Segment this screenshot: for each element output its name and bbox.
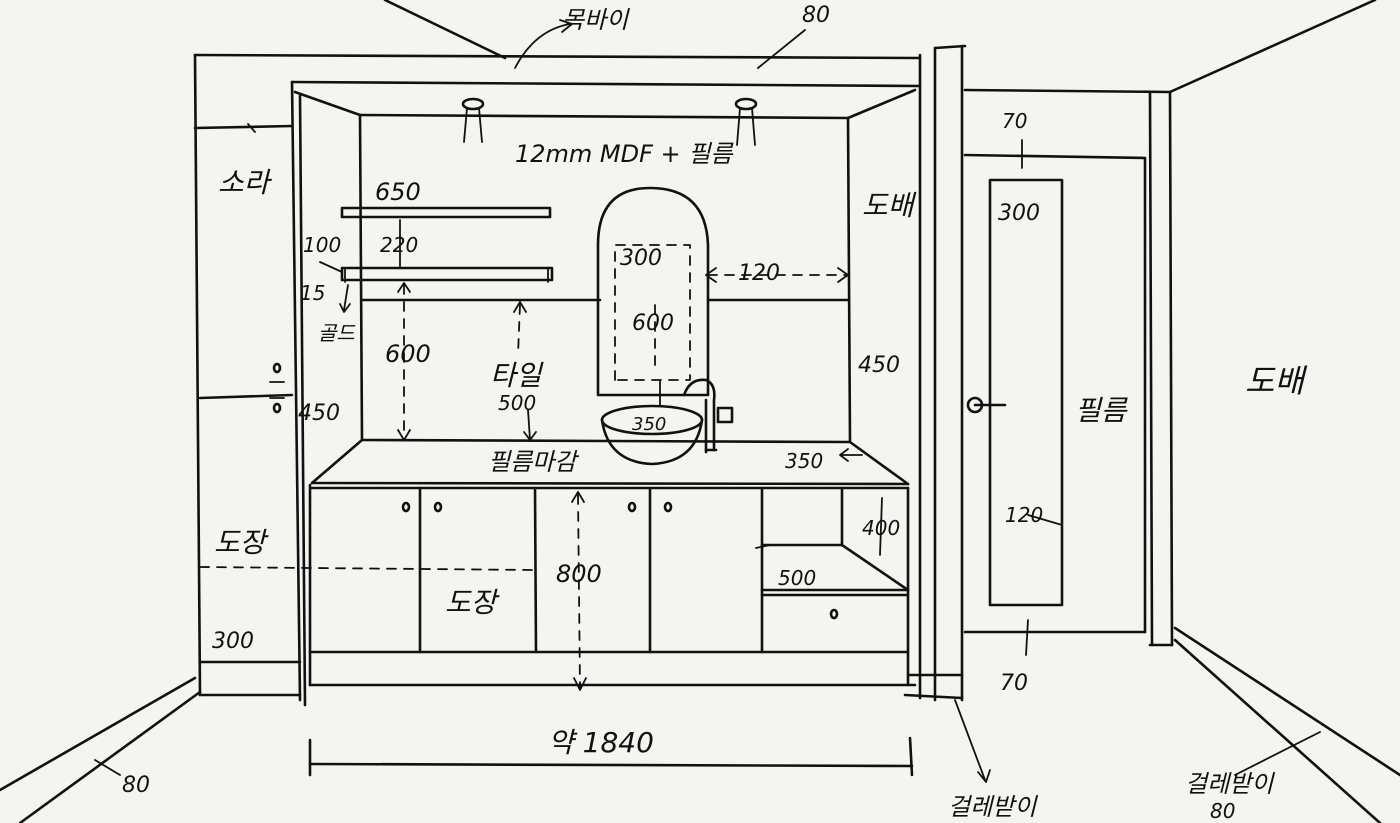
door-frame-top-label: 70 [1002, 109, 1027, 133]
arrow-right [837, 267, 849, 283]
open-shelf-height-label: 400 [862, 516, 900, 540]
wall-pillar [903, 44, 967, 702]
shelf-depth-label: 220 [380, 233, 418, 257]
paint-dashed-line [199, 566, 536, 571]
baseboard-bottom-label: 걸레받이 [948, 793, 1038, 821]
mirror-height-label: 600 [632, 311, 674, 336]
right-tile-height-label: 450 [858, 353, 900, 378]
total-width-label: 약 1840 [548, 726, 654, 759]
wallpaper-far-label: 도배 [1245, 362, 1307, 400]
cabinet-knobs [401, 501, 839, 620]
arrow-up [397, 282, 411, 293]
door-glass-panel [988, 178, 1064, 607]
molding-leader [514, 23, 571, 69]
soffit-frame [290, 80, 922, 707]
shelf-note-label: 골드 [318, 321, 356, 345]
tile-label: 타일 [490, 359, 544, 392]
wall-tile-height-label: 450 [298, 401, 340, 426]
baseboard-left-label: 80 [122, 773, 150, 798]
door-frame [963, 88, 1174, 647]
baseboard-right-label: 걸레받이 [1185, 770, 1275, 798]
tile-height-label: 500 [498, 391, 536, 415]
faucet [682, 378, 734, 454]
arrow-down [977, 769, 991, 783]
left-ceiling-label: 소라 [218, 166, 273, 199]
tile-height-leader [527, 409, 531, 441]
counter-depth-label: 350 [785, 449, 823, 473]
open-shelf-width-label: 500 [778, 566, 816, 590]
shelf-thickness-label: 15 [300, 281, 325, 305]
door-panel-side-label: 120 [1005, 503, 1043, 527]
wall-shelves [340, 206, 602, 302]
cabinet-height-dim [577, 494, 581, 689]
arrow-up [513, 301, 527, 313]
arrow-left [705, 267, 717, 283]
shelf-to-counter-label: 600 [385, 340, 431, 368]
vanity-cabinet [308, 483, 917, 687]
door-handle [966, 396, 1007, 414]
door-finish-label: 필름 [1075, 394, 1129, 427]
counter-finish-label: 필름마감 [488, 448, 579, 476]
arrow-up [571, 491, 585, 503]
door-frame-bottom-label: 70 [1000, 671, 1028, 696]
ceiling-light-left [461, 97, 485, 143]
baseboard-leader [954, 699, 986, 781]
arrow-down [397, 429, 411, 441]
molding-top-size-label: 80 [802, 3, 830, 28]
baseboard-right-size-label: 80 [1210, 799, 1235, 823]
open-shelf-height-dim [879, 497, 883, 556]
wall-outlets [269, 362, 285, 414]
wallpaper-right-label: 도배 [862, 189, 917, 222]
tile-height-dim [517, 304, 521, 356]
baseboard-right-leader [1234, 731, 1321, 776]
shelf-spacing-leader [319, 261, 343, 273]
ceiling-light-right [734, 97, 758, 146]
paint-cabinet-label: 도장 [445, 586, 500, 619]
sink-width-label: 350 [632, 414, 666, 435]
panel-spec-label: 12mm MDF + 필름 [515, 140, 734, 168]
shelf-note-arrow [339, 303, 351, 313]
left-wall-panel [193, 53, 922, 702]
arrow-down [573, 677, 587, 691]
countertop [310, 438, 910, 490]
arrow-right [559, 19, 573, 33]
door-panel-top-label: 300 [998, 201, 1040, 226]
door-panel-side-leader [1027, 514, 1063, 526]
cabinet-height-label: 800 [556, 560, 602, 588]
mirror-width-label: 300 [620, 246, 662, 271]
molding-top-label: 목바이 [562, 6, 630, 34]
arrow-left [839, 448, 849, 462]
arched-mirror [596, 186, 710, 397]
shelf-note-leader [343, 284, 349, 311]
mirror-to-wall-label: 120 [738, 261, 780, 286]
total-width-dimension [308, 736, 914, 777]
shelf-spacing-label: 100 [303, 233, 341, 257]
baseboard-left-height-label: 300 [212, 629, 254, 654]
molding-size-leader [757, 29, 806, 69]
open-shelf-width-leader [755, 544, 771, 549]
paint-left-label: 도장 [214, 526, 269, 559]
baseboard-left-leader [94, 759, 121, 776]
door-frame-bottom-dim [1025, 619, 1029, 656]
shelf-width-label: 650 [375, 178, 421, 206]
